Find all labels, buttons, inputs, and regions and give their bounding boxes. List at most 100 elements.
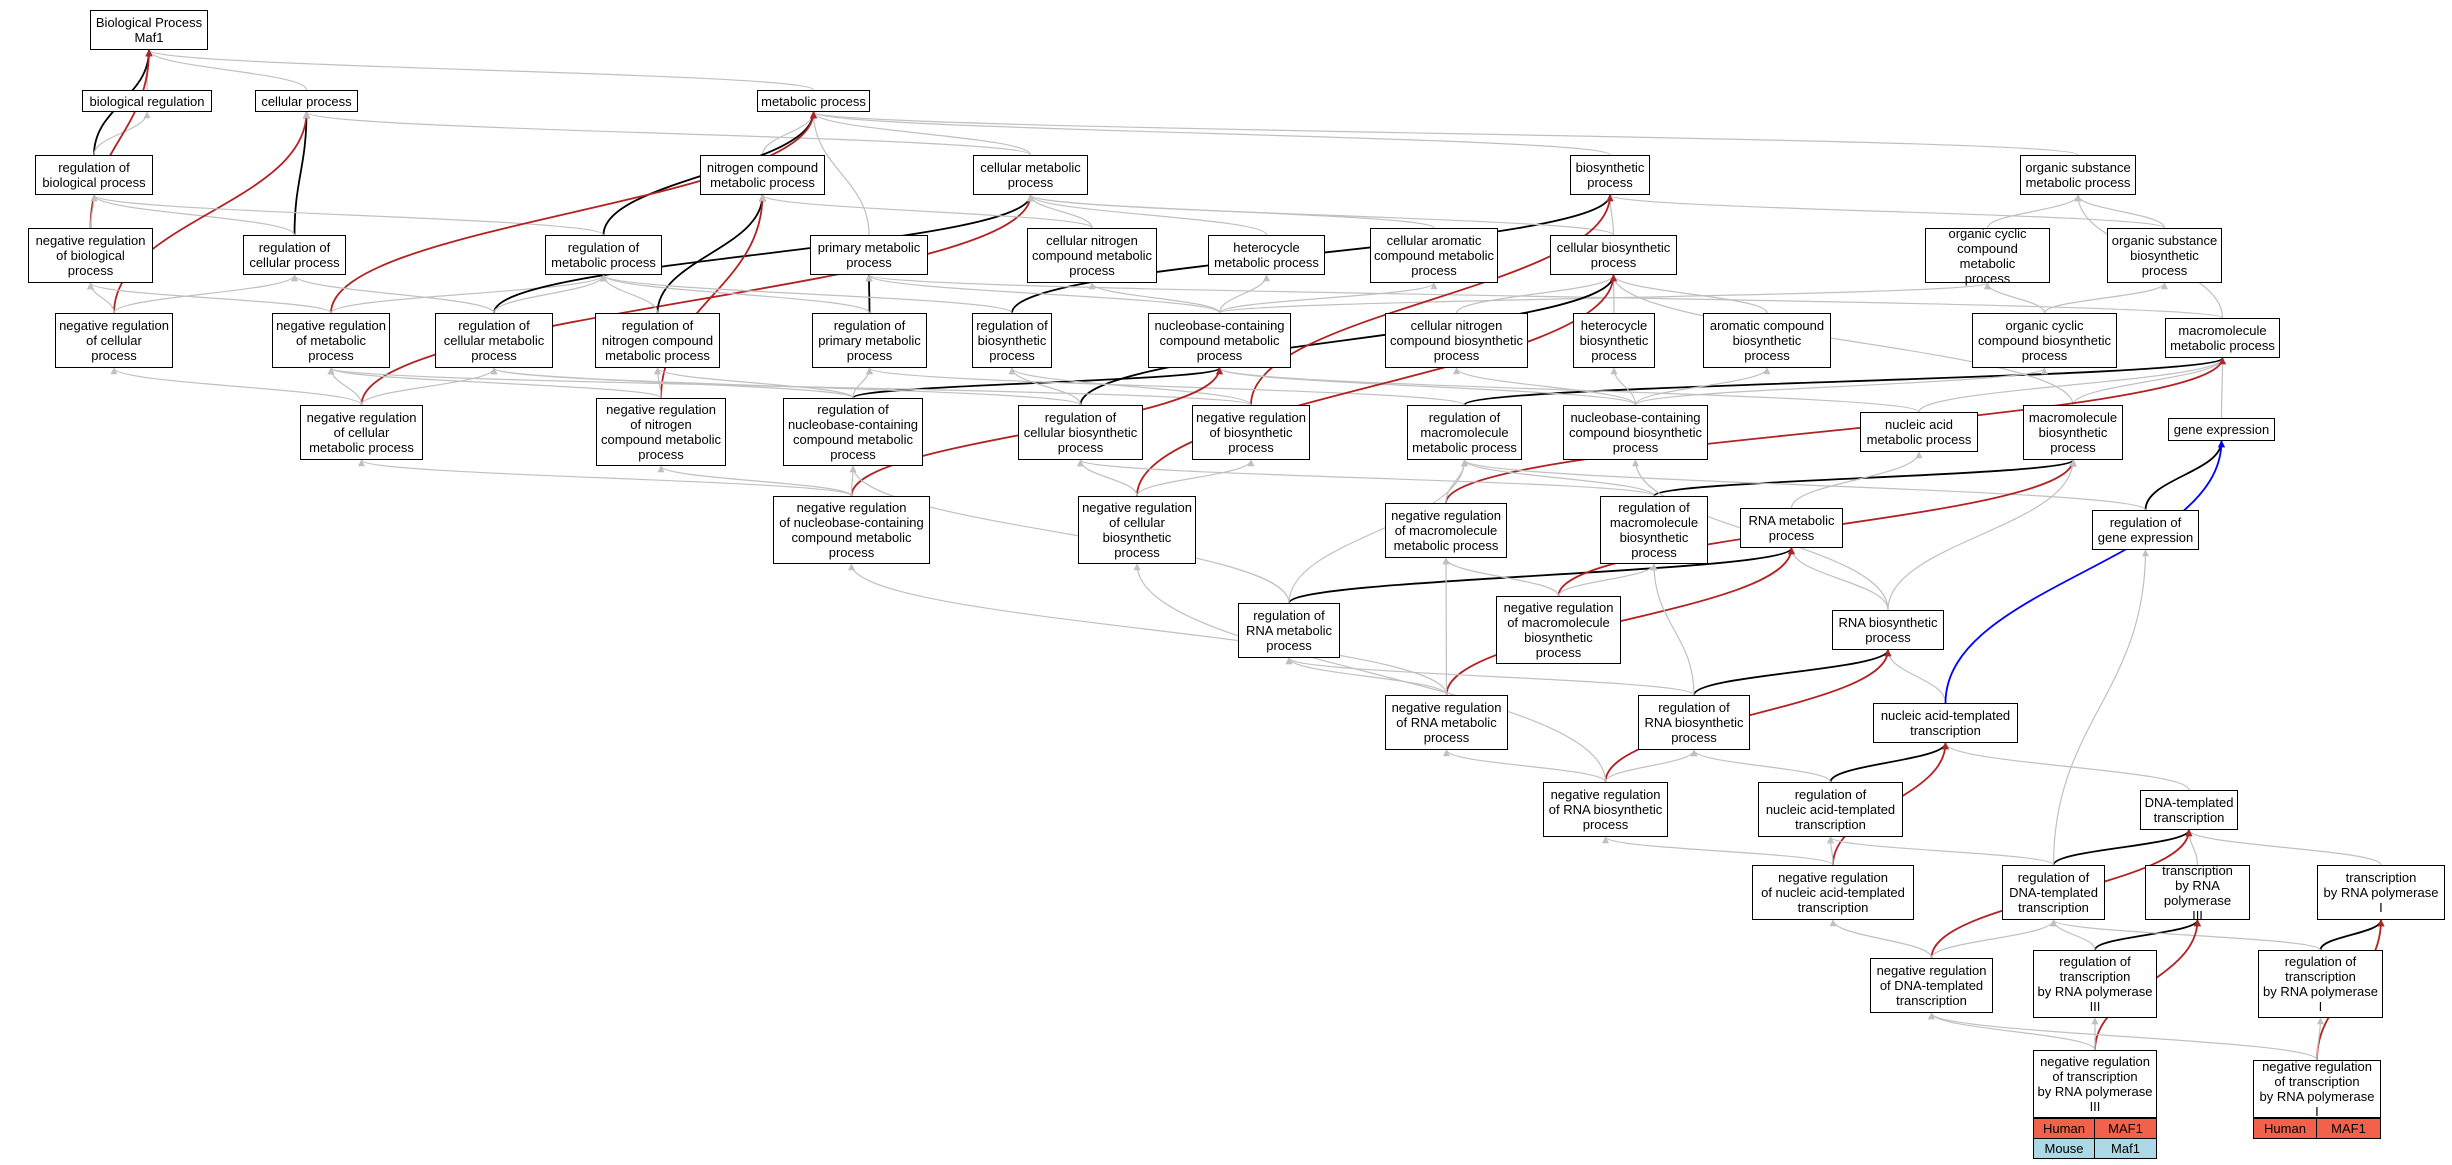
edge-grey	[849, 465, 1290, 604]
edge-grey	[1285, 657, 1695, 696]
node-primary-mp[interactable]: primary metabolic process	[810, 235, 928, 275]
node-cellular-aromatic-compound-mp[interactable]: cellular aromatic compound metabolic pro…	[1370, 228, 1498, 283]
node-reg-macromolecule-mp[interactable]: regulation of macromolecule metabolic pr…	[1407, 405, 1522, 460]
edge-black	[2094, 919, 2201, 951]
edge-grey	[1984, 282, 2046, 314]
node-reg-rna-bp[interactable]: regulation of RNA biosynthetic process	[1638, 695, 1750, 750]
edge-grey	[360, 367, 498, 406]
node-nucleic-acid-templated-transcription[interactable]: nucleic acid-templated transcription	[1873, 703, 2018, 743]
node-dna-templated-transcription[interactable]: DNA-templated transcription	[2140, 790, 2238, 830]
node-reg-dna-templated-transcription[interactable]: regulation of DNA-templated transcriptio…	[2002, 865, 2105, 920]
node-cellular-biosynthetic-process[interactable]: cellular biosynthetic process	[1550, 235, 1677, 275]
node-macromolecule-mp[interactable]: macromolecule metabolic process	[2165, 318, 2280, 358]
edge-grey	[657, 465, 853, 497]
edge-grey	[761, 111, 817, 156]
edge-grey	[1829, 919, 1933, 959]
node-rna-bp[interactable]: RNA biosynthetic process	[1832, 610, 1944, 650]
edge-grey	[93, 111, 151, 156]
edge-black	[865, 274, 873, 314]
edge-black	[1079, 274, 1617, 406]
node-nucleic-acid-mp[interactable]: nucleic acid metabolic process	[1860, 412, 1978, 452]
edge-grey	[2043, 282, 2168, 314]
edge-black	[293, 111, 310, 236]
node-cellular-mp[interactable]: cellular metabolic process	[973, 155, 1088, 195]
node-neg-reg-macromolecule-bp[interactable]: negative regulation of macromolecule bio…	[1496, 596, 1621, 664]
node-organic-substance-bp[interactable]: organic substance biosynthetic process	[2107, 228, 2222, 283]
node-neg-reg-bp2[interactable]: negative regulation of biosynthetic proc…	[1192, 405, 1310, 460]
node-transcription-rnap3[interactable]: transcription by RNA polymerase III	[2145, 863, 2250, 923]
node-neg-reg-cellular-bp[interactable]: negative regulation of cellular biosynth…	[1078, 496, 1196, 564]
edge-grey	[1827, 836, 2055, 866]
node-neg-reg-transcription-rnap1[interactable]: negative regulation of transcription by …	[2253, 1059, 2381, 1119]
node-cellular-process[interactable]: cellular process	[255, 90, 358, 112]
node-gene-expression[interactable]: gene expression	[2168, 418, 2275, 441]
edge-grey	[1442, 557, 1560, 597]
node-organic-cyclic-compound-mp[interactable]: organic cyclic compound metabolic proces…	[1925, 226, 2050, 286]
edge-grey	[110, 367, 363, 406]
edge-grey	[90, 194, 296, 236]
node-cellular-nitrogen-compound-bp[interactable]: cellular nitrogen compound biosynthetic …	[1385, 313, 1528, 368]
node-reg-macromolecule-bp[interactable]: regulation of macromolecule biosynthetic…	[1600, 496, 1708, 564]
node-reg-biosynthetic-process[interactable]: regulation of biosynthetic process	[972, 313, 1052, 368]
node-reg-nucleobase-containing-compound-mp[interactable]: regulation of nucleobase-containing comp…	[783, 398, 923, 466]
node-biosynthetic-process[interactable]: biosynthetic process	[1570, 155, 1650, 195]
node-neg-reg-rna-bp[interactable]: negative regulation of RNA biosynthetic …	[1543, 782, 1668, 837]
edge-black	[1693, 649, 1892, 696]
legend-species: Human	[2254, 1118, 2317, 1138]
node-bp[interactable]: Biological Process Maf1	[90, 10, 208, 50]
edge-grey	[1218, 274, 1270, 314]
node-reg-nucleic-acid-templated-transcription[interactable]: regulation of nucleic acid-templated tra…	[1758, 782, 1903, 837]
node-neg-reg-mp[interactable]: negative regulation of metabolic process	[272, 313, 390, 368]
node-reg-mp[interactable]: regulation of metabolic process	[545, 235, 662, 275]
edge-grey	[1218, 282, 1438, 314]
node-metabolic-process[interactable]: metabolic process	[757, 90, 870, 112]
edge-grey	[113, 274, 298, 314]
edge-grey	[1606, 194, 2166, 229]
node-neg-reg-macromolecule-mp[interactable]: negative regulation of macromolecule met…	[1385, 503, 1507, 558]
node-organic-substance-mp[interactable]: organic substance metabolic process	[2020, 155, 2136, 195]
node-nitrogen-compound-mp[interactable]: nitrogen compound metabolic process	[700, 155, 825, 195]
node-transcription-rnap1[interactable]: transcription by RNA polymerase I	[2317, 865, 2445, 920]
node-aromatic-compound-bp[interactable]: aromatic compound biosynthetic process	[1703, 313, 1831, 368]
node-neg-reg-transcription-rnap3[interactable]: negative regulation of transcription by …	[2033, 1050, 2157, 1118]
node-rna-mp[interactable]: RNA metabolic process	[1740, 508, 1843, 548]
node-neg-reg-cellular-mp[interactable]: negative regulation of cellular metaboli…	[300, 405, 423, 460]
node-reg-nitrogen-compound-mp[interactable]: regulation of nitrogen compound metaboli…	[595, 313, 720, 368]
edge-black	[493, 194, 1034, 314]
node-nucleobase-containing-compound-bp[interactable]: nucleobase-containing compound biosynthe…	[1563, 405, 1708, 460]
node-reg-cellular-process[interactable]: regulation of cellular process	[243, 235, 346, 275]
node-neg-reg-rna-mp[interactable]: negative regulation of RNA metabolic pro…	[1385, 695, 1508, 750]
node-neg-reg-cellular-process[interactable]: negative regulation of cellular process	[55, 313, 173, 368]
node-neg-reg-dna-templated-transcription[interactable]: negative regulation of DNA-templated tra…	[1870, 958, 1993, 1013]
node-biological-regulation[interactable]: biological regulation	[82, 90, 212, 112]
node-reg-transcription-rnap1[interactable]: regulation of transcription by RNA polym…	[2258, 950, 2383, 1018]
edge-grey	[1928, 1012, 2096, 1051]
edge-grey	[865, 274, 1221, 314]
edge-grey	[1606, 194, 1615, 236]
node-reg-gene-expression[interactable]: regulation of gene expression	[2092, 510, 2199, 550]
node-organic-cyclic-compound-bp[interactable]: organic cyclic compound biosynthetic pro…	[1972, 313, 2117, 368]
edge-black	[1288, 547, 1795, 604]
node-neg-reg-nucleic-acid-templated-transcription[interactable]: negative regulation of nucleic acid-temp…	[1752, 865, 1914, 920]
node-reg-primary-mp[interactable]: regulation of primary metabolic process	[812, 313, 927, 368]
node-nucleobase-containing-compound-mp[interactable]: nucleobase-containing compound metabolic…	[1148, 313, 1291, 368]
node-neg-reg-nitrogen-compound-mp[interactable]: negative regulation of nitrogen compound…	[596, 398, 726, 466]
node-neg-reg-bp[interactable]: negative regulation of biological proces…	[28, 228, 153, 283]
edge-red	[1445, 357, 2226, 504]
node-cellular-nitrogen-compound-mp[interactable]: cellular nitrogen compound metabolic pro…	[1027, 228, 1157, 283]
edge-grey	[1461, 459, 1655, 497]
edge-grey	[327, 367, 662, 399]
node-reg-cellular-mp[interactable]: regulation of cellular metabolic process	[435, 313, 553, 368]
edge-grey	[654, 367, 854, 399]
node-macromolecule-bp[interactable]: macromolecule biosynthetic process	[2023, 405, 2123, 460]
node-reg-cellular-bp[interactable]: regulation of cellular biosynthetic proc…	[1018, 405, 1143, 460]
node-reg-bp[interactable]: regulation of biological process	[35, 155, 153, 195]
node-reg-transcription-rnap3[interactable]: regulation of transcription by RNA polym…	[2033, 950, 2157, 1018]
node-neg-reg-nucleobase-containing-compound-mp[interactable]: negative regulation of nucleobase-contai…	[773, 496, 930, 564]
node-heterocycle-bp[interactable]: heterocycle biosynthetic process	[1573, 313, 1655, 368]
edge-grey	[1918, 357, 2226, 413]
node-heterocycle-mp[interactable]: heterocycle metabolic process	[1208, 235, 1325, 275]
edge-red	[1250, 194, 1614, 406]
node-reg-rna-mp[interactable]: regulation of RNA metabolic process	[1238, 603, 1340, 658]
